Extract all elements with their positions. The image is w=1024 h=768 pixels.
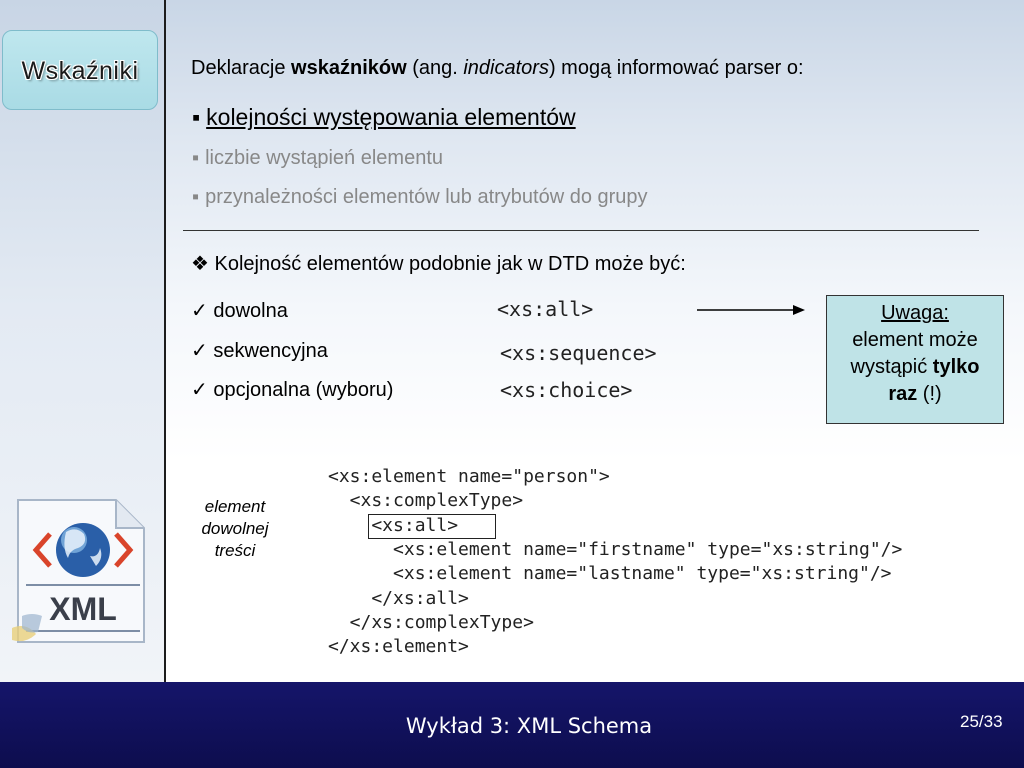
note-bold: tylko — [932, 356, 980, 378]
code-line: </xs:complexType> — [328, 612, 534, 633]
code-example: <xs:element name="person"> <xs:complexTy… — [310, 460, 1005, 658]
code-line: </xs:all> — [328, 588, 469, 609]
note-heading: Uwaga: — [881, 302, 949, 324]
bullet-marker: ▪ — [192, 186, 200, 208]
bullet-ordering: ▪kolejności występowania elementów — [192, 104, 576, 131]
intro-pre: Deklaracje — [191, 57, 292, 79]
section-tab: Wskaźniki — [2, 30, 158, 110]
footer-bar: Wykład 3: XML Schema 25/33 — [0, 682, 1024, 768]
intro-mid: (ang. — [406, 57, 464, 79]
code-line: <xs:complexType> — [328, 490, 524, 511]
code-line: <xs:element name="firstname" type="xs:st… — [328, 539, 903, 560]
bullet-marker: ▪ — [192, 147, 200, 169]
check-icon: ✓ — [191, 379, 208, 401]
note-line: raz (!) — [827, 381, 1003, 408]
option-label: dowolna — [213, 300, 288, 322]
horizontal-divider — [183, 230, 979, 231]
xml-globe-icon: XML — [12, 499, 145, 643]
bullet-occurrence: ▪liczbie wystąpień elementu — [192, 147, 443, 170]
tag-all: <xs:all> — [497, 297, 594, 321]
side-label: element dowolnej treści — [188, 496, 282, 562]
note-box: Uwaga: element może wystąpić tylko raz (… — [826, 295, 1004, 424]
page-number: 25/33 — [960, 712, 1003, 731]
bullet-text: kolejności występowania elementów — [206, 104, 576, 130]
vertical-divider — [164, 0, 166, 682]
bullet-text: przynależności elementów lub atrybutów d… — [205, 186, 648, 208]
intro-text: Deklaracje wskaźników (ang. indicators) … — [191, 57, 804, 80]
side-label-line: element — [204, 497, 266, 516]
diamond-bullet-icon: ❖ — [191, 253, 209, 275]
order-heading-text: Kolejność elementów podobnie jak w DTD m… — [214, 253, 686, 275]
code-line: <xs:all> — [328, 515, 459, 536]
code-line: <xs:element name="lastname" type="xs:str… — [328, 563, 892, 584]
code-line: <xs:element name="person"> — [328, 466, 610, 487]
xml-logo-text: XML — [49, 591, 117, 627]
tag-choice: <xs:choice> — [500, 378, 633, 402]
bullet-text: liczbie wystąpień elementu — [205, 147, 443, 169]
note-text: wystąpić — [850, 356, 933, 378]
check-icon: ✓ — [191, 340, 208, 362]
highlight-box — [368, 514, 496, 539]
intro-post: ) mogą informować parser o: — [548, 57, 804, 79]
bullet-group: ▪przynależności elementów lub atrybutów … — [192, 186, 648, 209]
note-line: element może — [852, 329, 978, 351]
note-text: (!) — [917, 383, 942, 405]
intro-bold: wskaźników — [291, 57, 407, 79]
intro-italic: indicators — [463, 57, 549, 79]
note-line: wystąpić tylko — [827, 354, 1003, 381]
option-sequence: ✓ sekwencyjna — [191, 338, 328, 363]
option-any: ✓ dowolna — [191, 298, 288, 323]
code-line: </xs:element> — [328, 636, 469, 657]
option-label: sekwencyjna — [213, 340, 328, 362]
side-label-line: treści — [214, 541, 256, 560]
check-icon: ✓ — [191, 300, 208, 322]
side-label-line: dowolnej — [201, 519, 269, 538]
note-bold: raz — [888, 383, 918, 405]
option-label: opcjonalna (wyboru) — [213, 379, 394, 401]
bullet-marker: ▪ — [192, 104, 201, 130]
option-choice: ✓ opcjonalna (wyboru) — [191, 377, 393, 402]
arrow-right-icon — [697, 305, 805, 315]
tag-sequence: <xs:sequence> — [500, 341, 657, 365]
order-heading: ❖ Kolejność elementów podobnie jak w DTD… — [191, 251, 686, 276]
footer-title: Wykład 3: XML Schema — [405, 714, 653, 738]
section-title: Wskaźniki — [21, 57, 139, 85]
